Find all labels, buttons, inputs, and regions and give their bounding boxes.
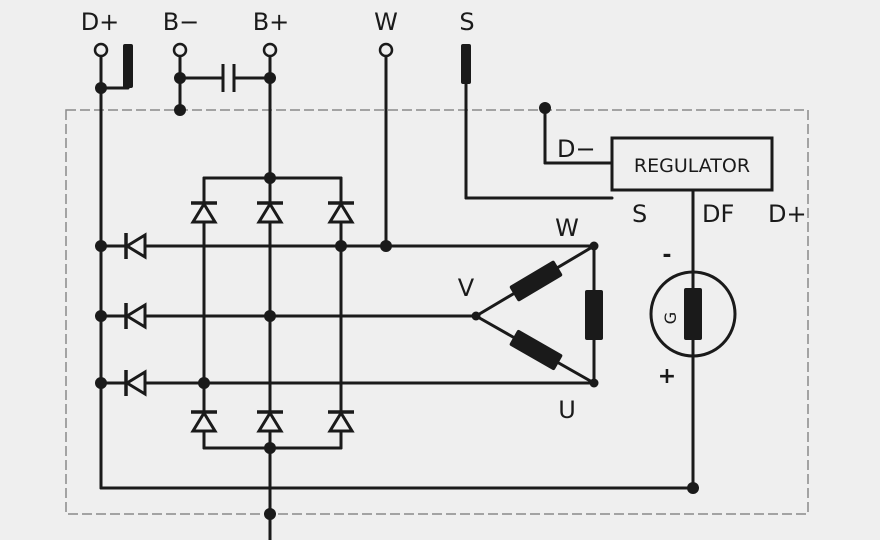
field-winding — [684, 288, 702, 340]
generator-label: G — [661, 312, 680, 324]
phase-w-label: W — [555, 214, 579, 242]
generator-plus-sign: + — [658, 364, 676, 389]
terminal-s-label: S — [459, 8, 474, 36]
stator-windings — [509, 260, 603, 370]
wiring — [99, 54, 695, 540]
regulator-d-plus-label: D+ — [768, 200, 807, 228]
s-terminal-pad — [461, 44, 471, 84]
regulator-df-label: DF — [702, 200, 734, 228]
capacitor — [221, 64, 236, 92]
terminal-circles — [93, 42, 394, 58]
regulator-box — [610, 136, 774, 192]
regulator-label: REGULATOR — [634, 155, 750, 177]
junction-dots — [95, 72, 699, 520]
generator-minus-sign: - — [662, 243, 671, 268]
housing-outline — [65, 109, 809, 515]
terminal-w-label: W — [374, 8, 398, 36]
terminal-b-plus-label: B+ — [253, 8, 290, 36]
phase-u-label: U — [558, 396, 576, 424]
terminal-d-plus-label: D+ — [81, 8, 120, 36]
regulator-s-label: S — [632, 200, 647, 228]
terminal-b-minus-label: B− — [163, 8, 200, 36]
phase-v-label: V — [458, 274, 475, 302]
regulator-d-minus-label: D− — [557, 135, 596, 163]
exciter-diodes — [124, 231, 147, 398]
d-plus-terminal-pad — [123, 44, 133, 88]
